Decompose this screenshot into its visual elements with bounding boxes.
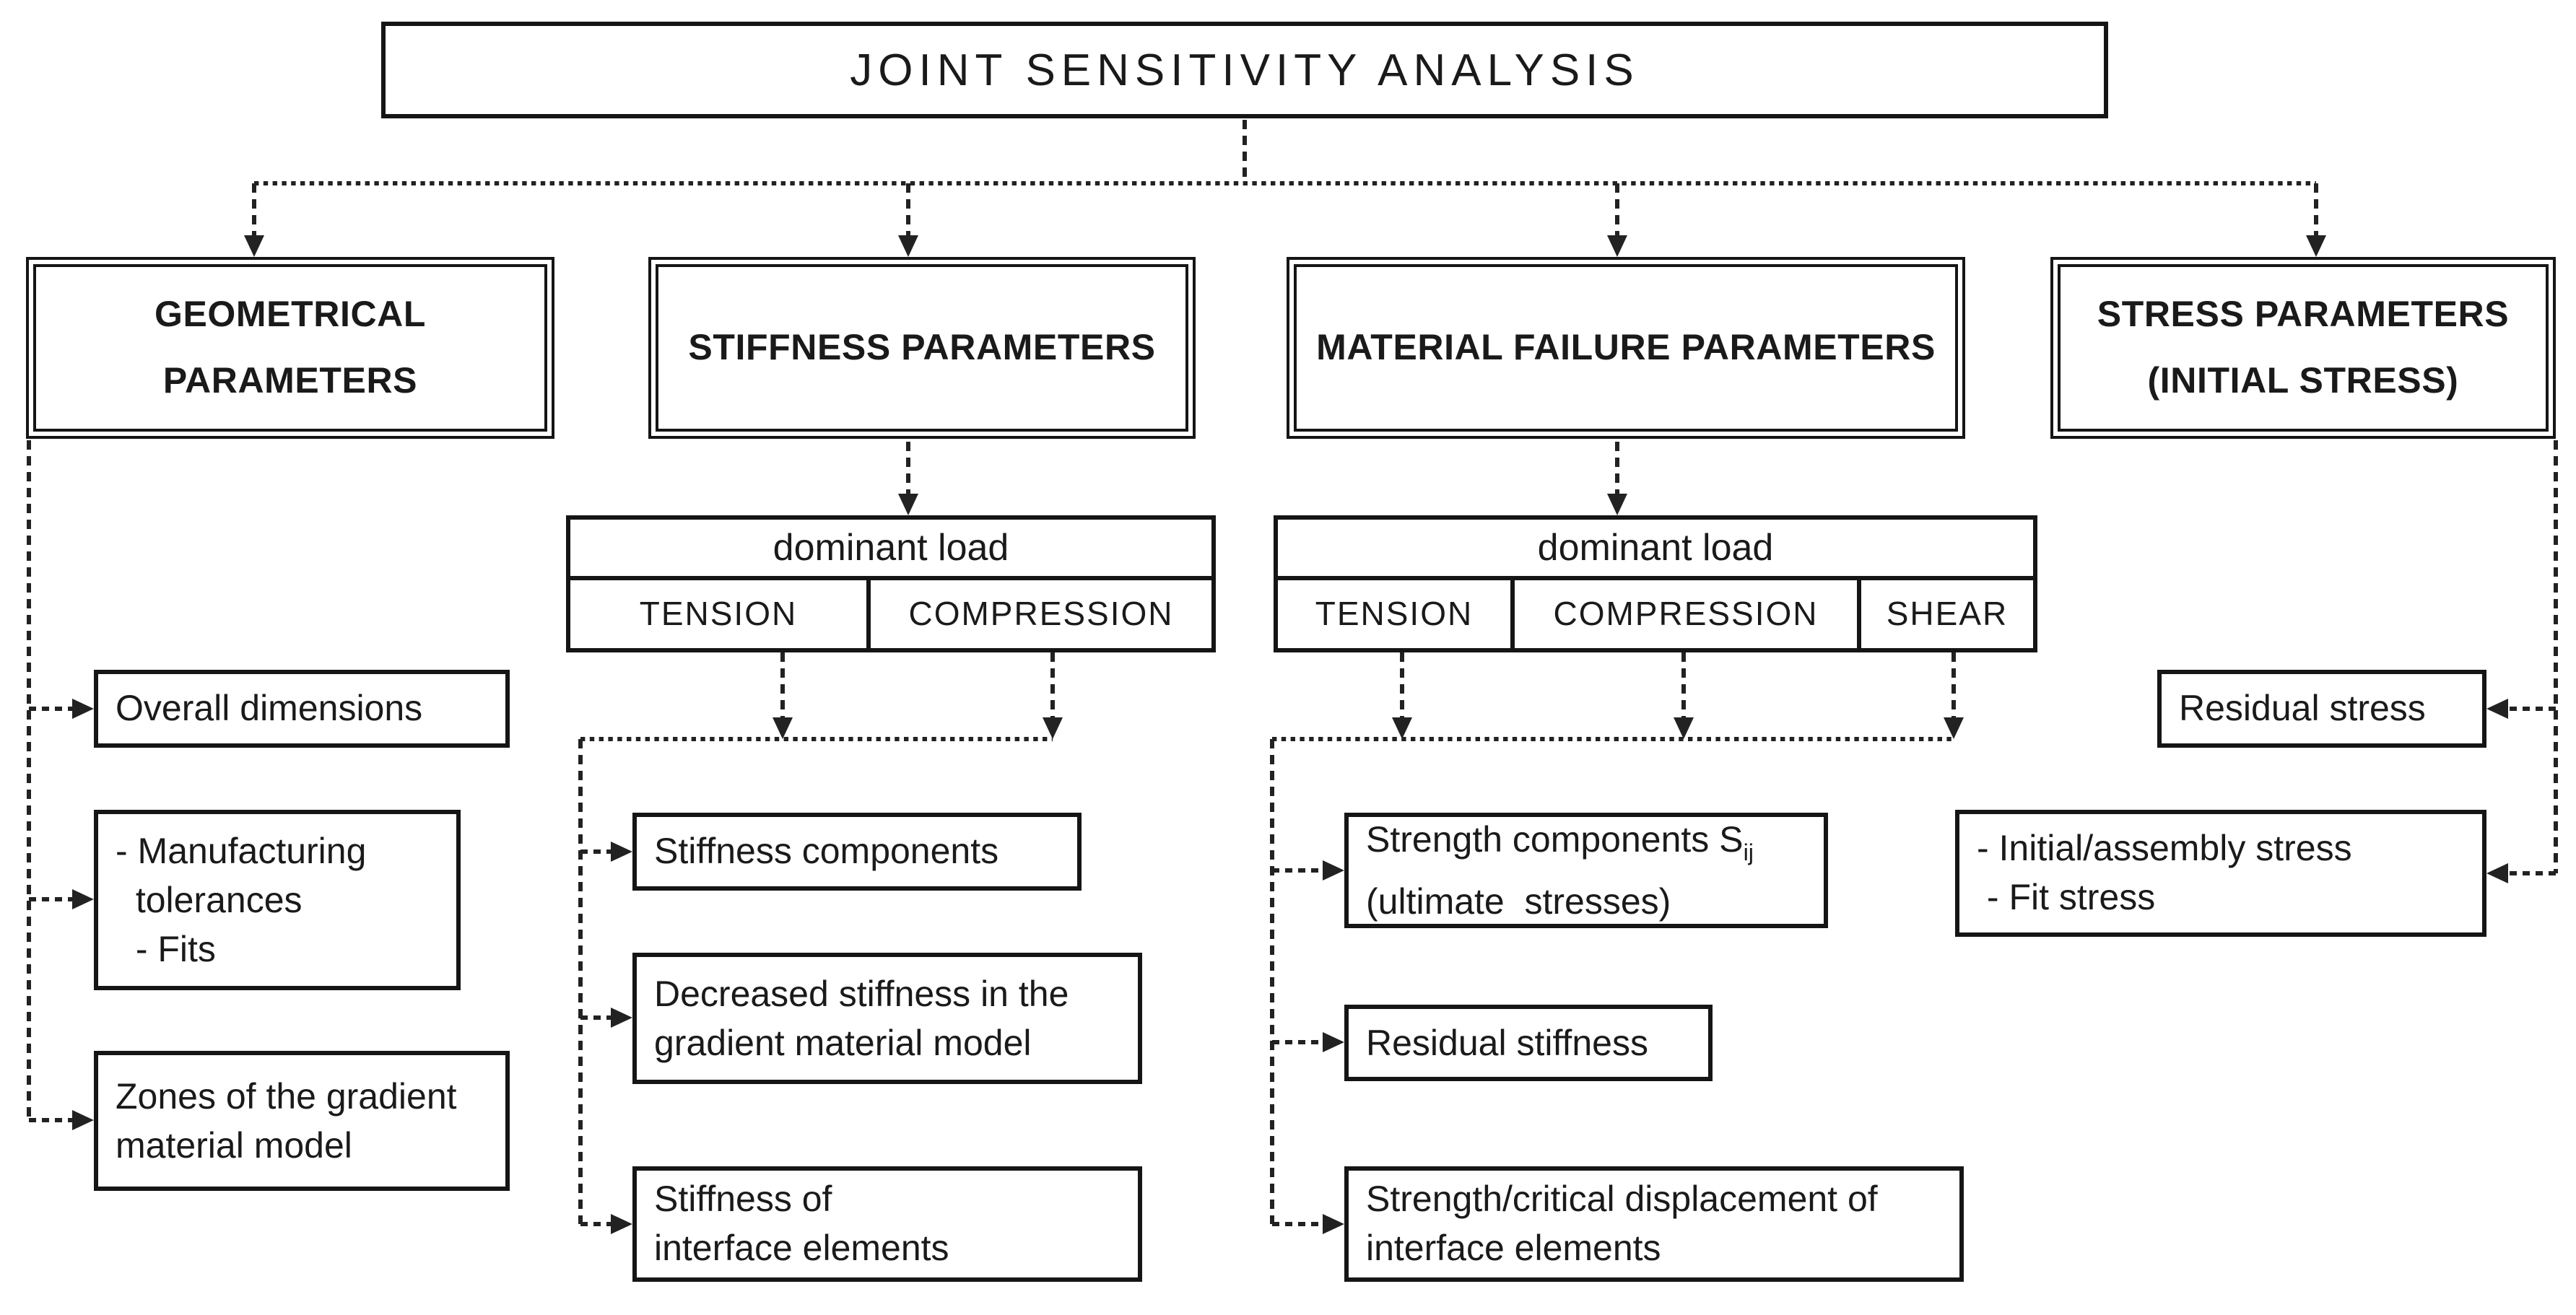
branch-stress-parameters: STRESS PARAMETERS (INITIAL STRESS) [2050,257,2556,439]
ultimate-stresses-text: (ultimate stresses) [1366,881,1671,922]
item-residual-stiffness: Residual stiffness [1344,1005,1713,1081]
item-initial-assembly-fit-stress: - Initial/assembly stress - Fit stress [1955,810,2486,937]
item-text: Strength components Sij (ultimate stresse… [1366,815,1754,926]
cell-compression: COMPRESSION [1510,580,1857,648]
header-label: MATERIAL FAILURE PARAMETERS [1294,264,1958,432]
strength-subscript: ij [1743,839,1754,865]
item-strength-components: Strength components Sij (ultimate stresse… [1344,813,1828,928]
branch-stiffness-parameters: STIFFNESS PARAMETERS [648,257,1196,439]
item-text: - Initial/assembly stress - Fit stress [1977,829,2352,918]
stiffness-dominant-load-table: dominant load TENSION COMPRESSION [566,515,1216,652]
item-text: - Manufacturing tolerances - Fits [116,831,367,969]
item-overall-dimensions: Overall dimensions [94,670,510,748]
item-manufacturing-tolerances-fits: - Manufacturing tolerances - Fits [94,810,461,990]
item-decreased-stiffness-gradient-model: Decreased stiffness in the gradient mate… [632,953,1142,1084]
item-zones-gradient-material-model: Zones of the gradient material model [94,1051,510,1191]
dominant-load-label: dominant load [1278,520,2033,580]
cell-shear: SHEAR [1857,580,2033,648]
material-failure-dominant-load-table: dominant load TENSION COMPRESSION SHEAR [1274,515,2037,652]
branch-geometrical-parameters: GEOMETRICAL PARAMETERS [26,257,554,439]
cell-tension: TENSION [639,595,798,632]
branch-material-failure-parameters: MATERIAL FAILURE PARAMETERS [1287,257,1965,439]
item-strength-critical-displacement: Strength/critical displacement of interf… [1344,1166,1964,1282]
strength-components-text: Strength components S [1366,819,1744,860]
item-stiffness-interface-elements: Stiffness of interface elements [632,1166,1142,1282]
item-text: Residual stress [2179,689,2426,729]
item-text: Stiffness components [654,831,999,872]
item-text: Stiffness of interface elements [654,1179,949,1269]
item-stiffness-components: Stiffness components [632,813,1082,891]
item-text: Strength/critical displacement of interf… [1366,1179,1878,1269]
diagram-title: JOINT SENSITIVITY ANALYSIS [850,44,1640,95]
item-text: Zones of the gradient material model [116,1076,457,1166]
item-text: Overall dimensions [116,689,423,729]
cell-tension: TENSION [1315,595,1474,632]
header-label: STRESS PARAMETERS (INITIAL STRESS) [2058,264,2549,432]
header-label: STIFFNESS PARAMETERS [656,264,1188,432]
cell-compression: COMPRESSION [866,580,1211,648]
dominant-load-label: dominant load [570,520,1211,580]
header-label: GEOMETRICAL PARAMETERS [33,264,547,432]
diagram-title-box: JOINT SENSITIVITY ANALYSIS [381,22,2108,118]
item-text: Decreased stiffness in the gradient mate… [654,974,1069,1063]
item-residual-stress: Residual stress [2157,670,2486,748]
item-text: Residual stiffness [1366,1023,1648,1063]
